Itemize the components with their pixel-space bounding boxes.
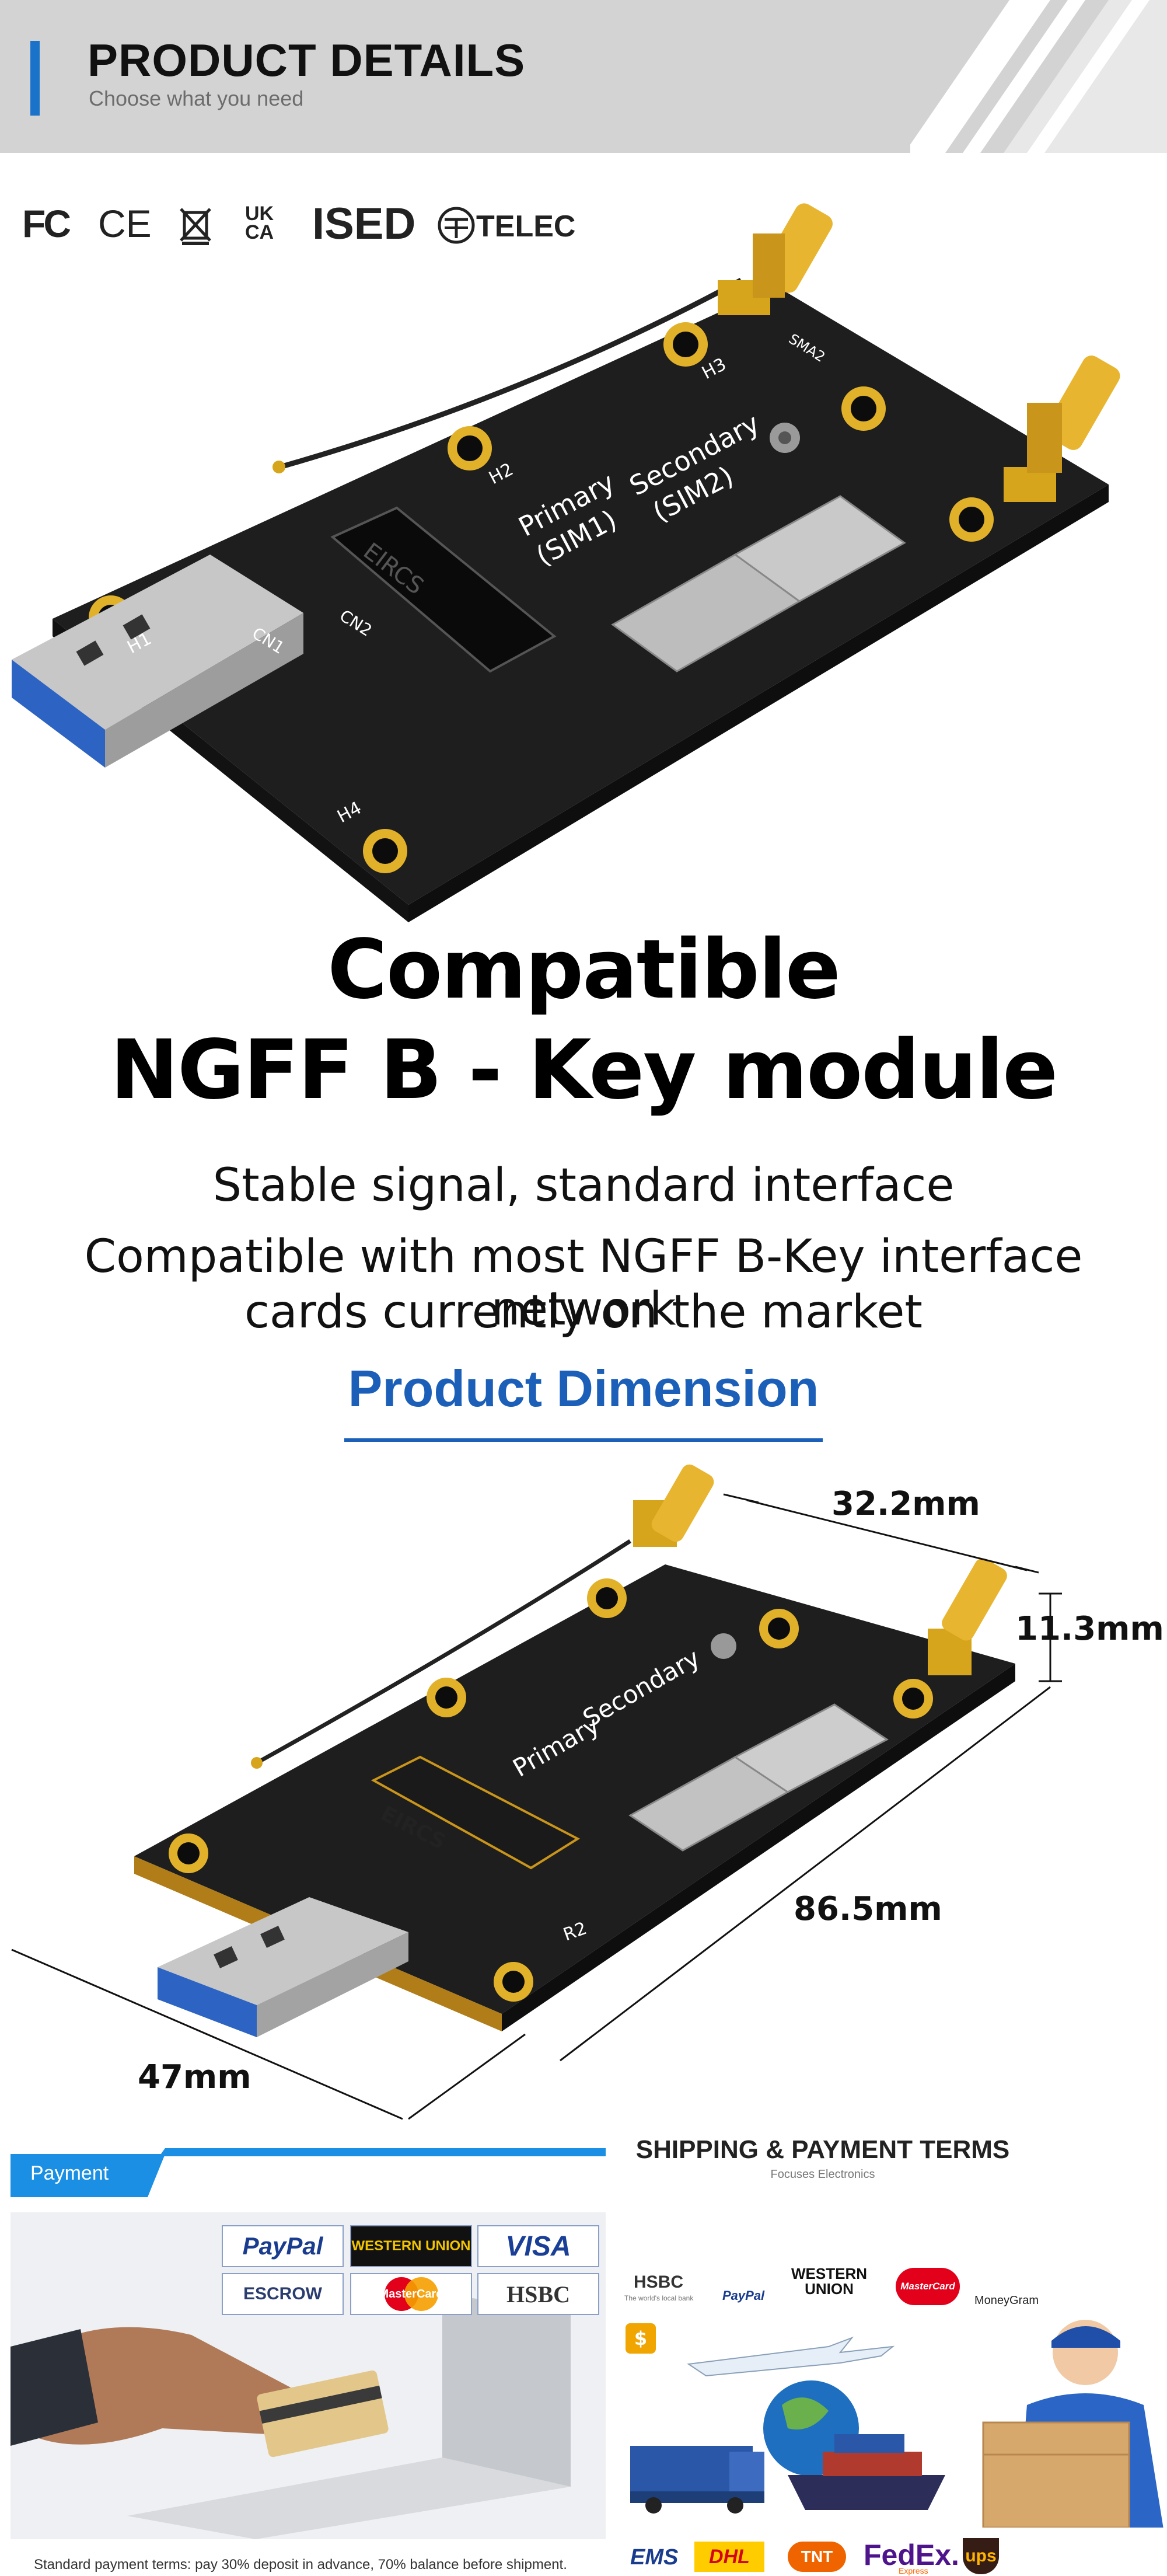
ship-hsbc: HSBC	[634, 2272, 684, 2292]
headline-line-2: NGFF B - Key module	[110, 1023, 1058, 1118]
ship-mastercard: MasterCard	[896, 2268, 960, 2305]
paypal-logo: PayPal	[222, 2225, 344, 2267]
sma-connector-2	[1004, 355, 1120, 502]
product-photo-dimension: Primary Secondary EIRCS R2	[11, 1464, 1062, 2120]
escrow-logo: ESCROW	[222, 2273, 344, 2315]
description-line-1: Stable signal, standard interface	[212, 1159, 955, 1212]
mastercard-label: MasterCard	[379, 2287, 443, 2300]
ship-paypal: PayPal	[722, 2288, 765, 2303]
page-subtitle: Choose what you need	[89, 86, 304, 110]
product-photo-top: Primary (SIM1) Secondary (SIM2) H1 H2 H3…	[12, 203, 1120, 922]
shipping-title: SHIPPING & PAYMENT TERMS	[635, 2135, 1010, 2164]
dimension-height: 11.3mm	[1015, 1610, 1164, 1648]
dimension-width: 32.2mm	[831, 1485, 980, 1523]
weee-icon	[180, 208, 211, 245]
description-line-3: cards currently on the market	[244, 1286, 923, 1338]
header-banner: PRODUCT DETAILS Choose what you need	[0, 0, 1167, 153]
telec-icon	[438, 207, 475, 244]
ship-moneygram: MoneyGram	[974, 2294, 1039, 2307]
ship-wu-line1: WESTERN	[791, 2265, 867, 2282]
page-title: PRODUCT DETAILS	[88, 34, 526, 86]
visa-logo: VISA	[477, 2225, 599, 2267]
tnt-logo: TNT	[788, 2542, 846, 2572]
dollar-icon: $	[626, 2323, 656, 2354]
payment-tab-shape	[11, 2148, 606, 2197]
dhl-logo: DHL	[694, 2542, 764, 2572]
headline-line-1: Compatible	[327, 922, 841, 1017]
ukca-logo: UK CA	[245, 204, 274, 242]
header-accent-bar	[30, 41, 40, 116]
dimension-length: 86.5mm	[794, 1890, 942, 1928]
mastercard-logo: MasterCard	[350, 2273, 472, 2315]
telec-logo: TELEC	[476, 210, 576, 243]
shipping-subtitle: Focuses Electronics	[770, 2168, 875, 2181]
payment-tab-label: Payment	[30, 2162, 109, 2184]
payment-panel: Payment PayPal WESTERN UNION VISA ESCROW…	[11, 2143, 606, 2576]
ship-wu-line2: UNION	[805, 2280, 854, 2298]
payment-photo	[11, 2212, 606, 2539]
dimension-depth: 47mm	[138, 2058, 251, 2096]
ship-hsbc-tagline: The world's local bank	[624, 2294, 694, 2302]
dimension-lines	[11, 1493, 1062, 2120]
ups-logo: ups	[963, 2538, 999, 2574]
western-union-logo: WESTERN UNION	[350, 2225, 472, 2267]
section-title-dimension: Product Dimension	[348, 1360, 819, 1417]
fedex-logo: FedEx.	[864, 2539, 959, 2571]
shipping-panel: SHIPPING & PAYMENT TERMS Focuses Electro…	[619, 2125, 1167, 2576]
fcc-logo: FC	[22, 202, 71, 245]
ship-western-union: WESTERN UNION	[791, 2266, 867, 2296]
sma-connector-1	[718, 203, 833, 315]
ce-logo: CE	[98, 202, 152, 245]
ukca-uk: UK	[245, 203, 274, 225]
ukca-ca: CA	[245, 221, 274, 243]
ems-logo: EMS	[630, 2545, 679, 2570]
shipping-illustration	[630, 2320, 1163, 2528]
payment-terms: Standard payment terms: pay 30% deposit …	[34, 2557, 567, 2572]
header-stripes	[910, 0, 1167, 153]
fedex-express: Express	[899, 2566, 928, 2575]
description-line-2: Compatible with most NGFF B-Key interfac…	[84, 1231, 1083, 1336]
ised-logo: ISED	[312, 199, 416, 249]
section-underline	[344, 1438, 823, 1442]
hsbc-logo: HSBC	[477, 2273, 599, 2315]
